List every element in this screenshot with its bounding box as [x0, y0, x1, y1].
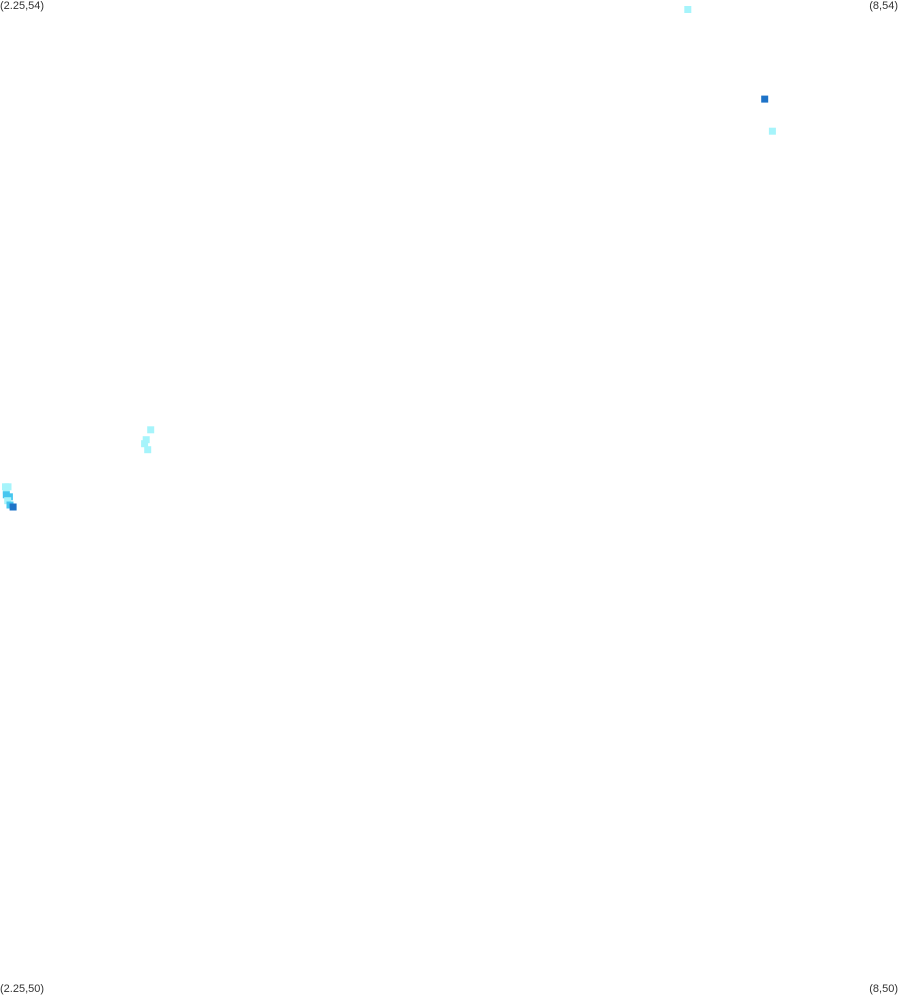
heatmap-cell — [147, 426, 155, 434]
heatmap-cell — [144, 446, 152, 454]
heatmap-cell — [684, 6, 692, 13]
corner-label-top-left: (2.25,54) — [0, 0, 45, 12]
corner-label-top-right: (8,54) — [869, 0, 898, 12]
heatmap-cell — [9, 503, 17, 511]
corner-label-bottom-right: (8,50) — [869, 983, 898, 995]
heatmap-cell — [5, 493, 13, 501]
heatmap-cell — [4, 497, 12, 505]
heatmap-cell — [768, 127, 776, 135]
heatmap-cell — [142, 436, 150, 444]
corner-label-bottom-left: (2.25,50) — [0, 983, 45, 995]
heatmap-cell — [761, 95, 769, 103]
heatmap-cell — [4, 483, 12, 491]
heatmap-cell — [141, 440, 149, 448]
heatmap-cell — [2, 487, 10, 495]
